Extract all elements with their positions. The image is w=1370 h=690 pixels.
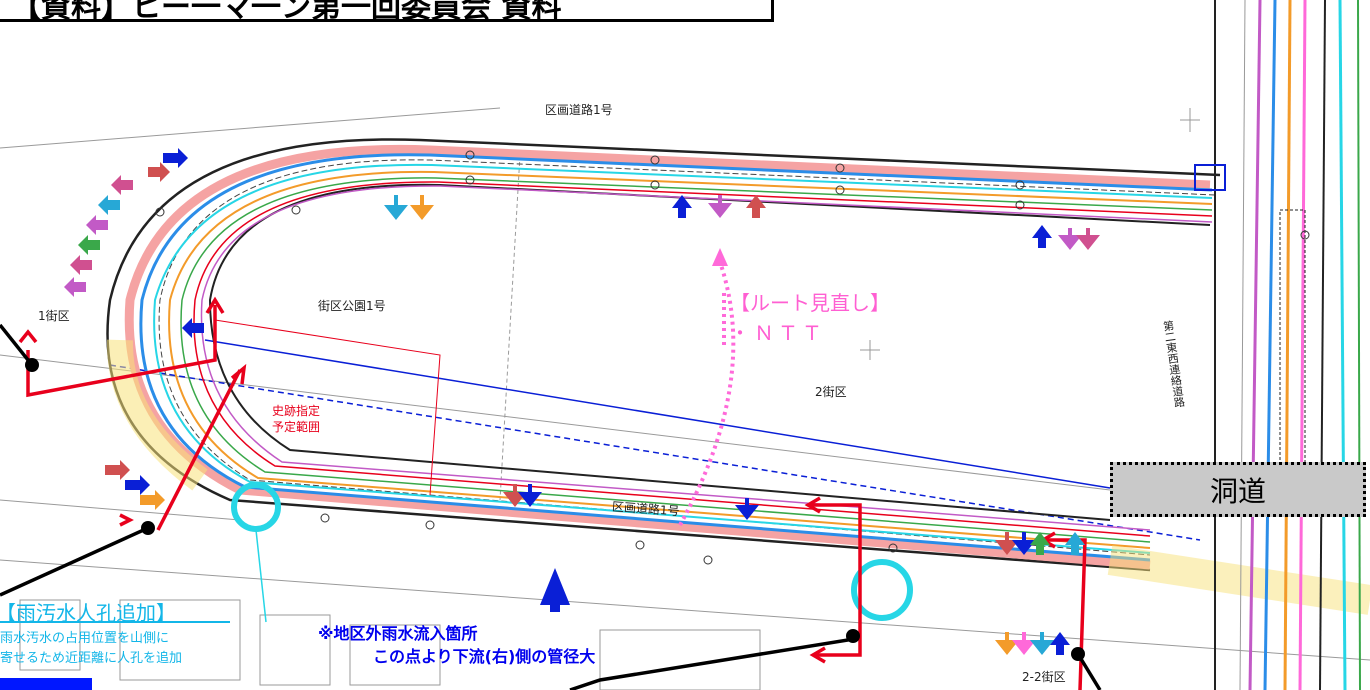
- manhole-added-line-2: 寄せるため近距離に人孔を追加: [0, 651, 183, 666]
- manhole-circle: [231, 482, 281, 532]
- historic-site-label: 史跡指定 予定範囲: [272, 403, 320, 435]
- route-review-arrow: [678, 248, 736, 526]
- inflow-arrow: [540, 568, 570, 612]
- park-label: 街区公園1号: [318, 299, 386, 313]
- route-review-item: ・ＮＴＴ: [730, 321, 826, 345]
- leader-line: [255, 529, 267, 623]
- historic-site-line-2: 予定範囲: [272, 420, 321, 434]
- tunnel-label: 洞道: [1110, 462, 1366, 517]
- manhole-added-line-1: 雨水汚水の占用位置を山側に: [0, 631, 170, 646]
- inflow-note-line-1: ※地区外雨水流入箇所: [318, 624, 478, 643]
- parcel-lines: [0, 107, 1370, 690]
- block-2-2-label: 2-2街区: [1022, 670, 1066, 684]
- underline: [0, 621, 230, 623]
- section-markers: [18, 296, 1087, 690]
- side-road: [1194, 0, 1361, 690]
- inflow-note-line-2: この点より下流(右)側の管径大: [373, 647, 596, 666]
- leader-dots: [25, 358, 1085, 661]
- historic-site-line-1: 史跡指定: [272, 404, 321, 418]
- block-1-label: 1街区: [38, 309, 70, 323]
- valve-symbols: [155, 150, 1310, 565]
- legend-strip: [0, 678, 92, 690]
- road-loop: [106, 138, 1370, 615]
- historic-site-boundary: [214, 319, 441, 496]
- document-title: 【資料】ヒー一マ一ン第一回委員会 資料: [0, 0, 774, 22]
- road-label-top: 区画道路1号: [545, 103, 613, 117]
- pipe-arrows: [64, 148, 1100, 655]
- route-review-title: 【ルート見直し】: [730, 291, 890, 315]
- boundary-lines: [109, 339, 1201, 541]
- block-2-label: 2街区: [815, 385, 847, 399]
- manhole-circle: [851, 559, 913, 621]
